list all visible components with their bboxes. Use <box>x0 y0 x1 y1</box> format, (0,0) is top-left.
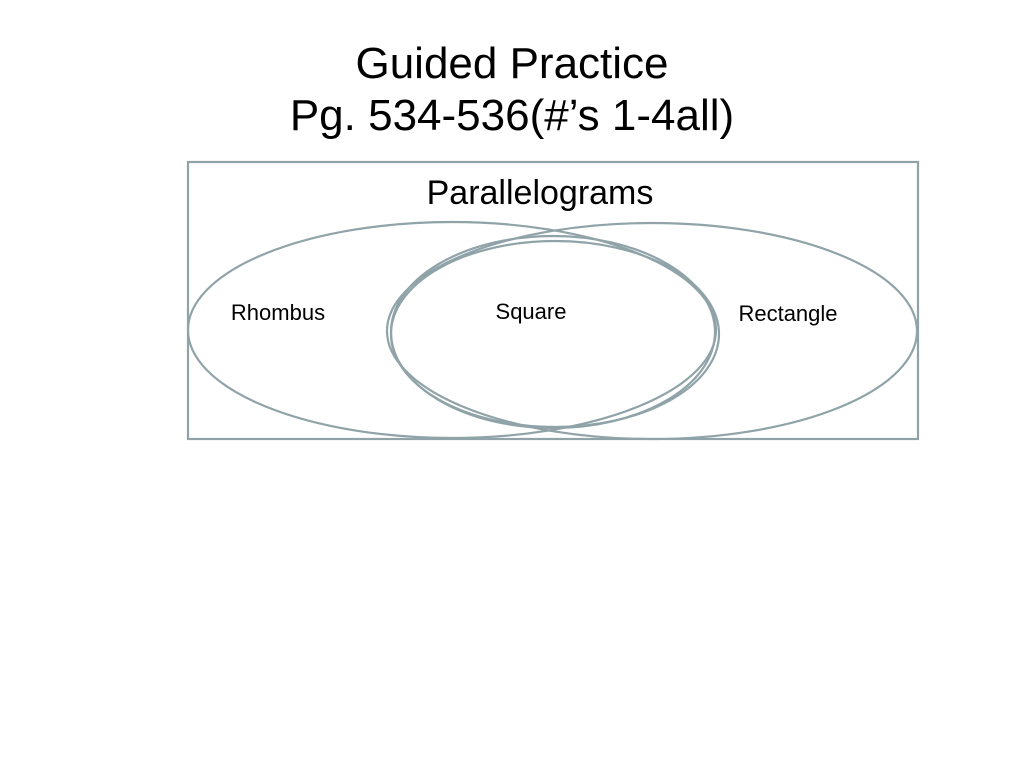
square-ellipse-outline <box>389 239 721 429</box>
rectangle-ellipse <box>385 221 919 441</box>
title-line-2: Pg. 534-536(#’s 1-4all) <box>289 91 735 140</box>
slide-title: Guided Practice Pg. 534-536(#’s 1-4all) <box>0 38 1024 142</box>
parallelograms-label: Parallelograms <box>427 174 654 212</box>
parallelograms-box <box>186 160 920 441</box>
rhombus-label: Rhombus <box>231 300 325 325</box>
title-line-1: Guided Practice <box>355 39 669 88</box>
square-label: Square <box>496 299 567 324</box>
rectangle-label: Rectangle <box>738 301 837 326</box>
